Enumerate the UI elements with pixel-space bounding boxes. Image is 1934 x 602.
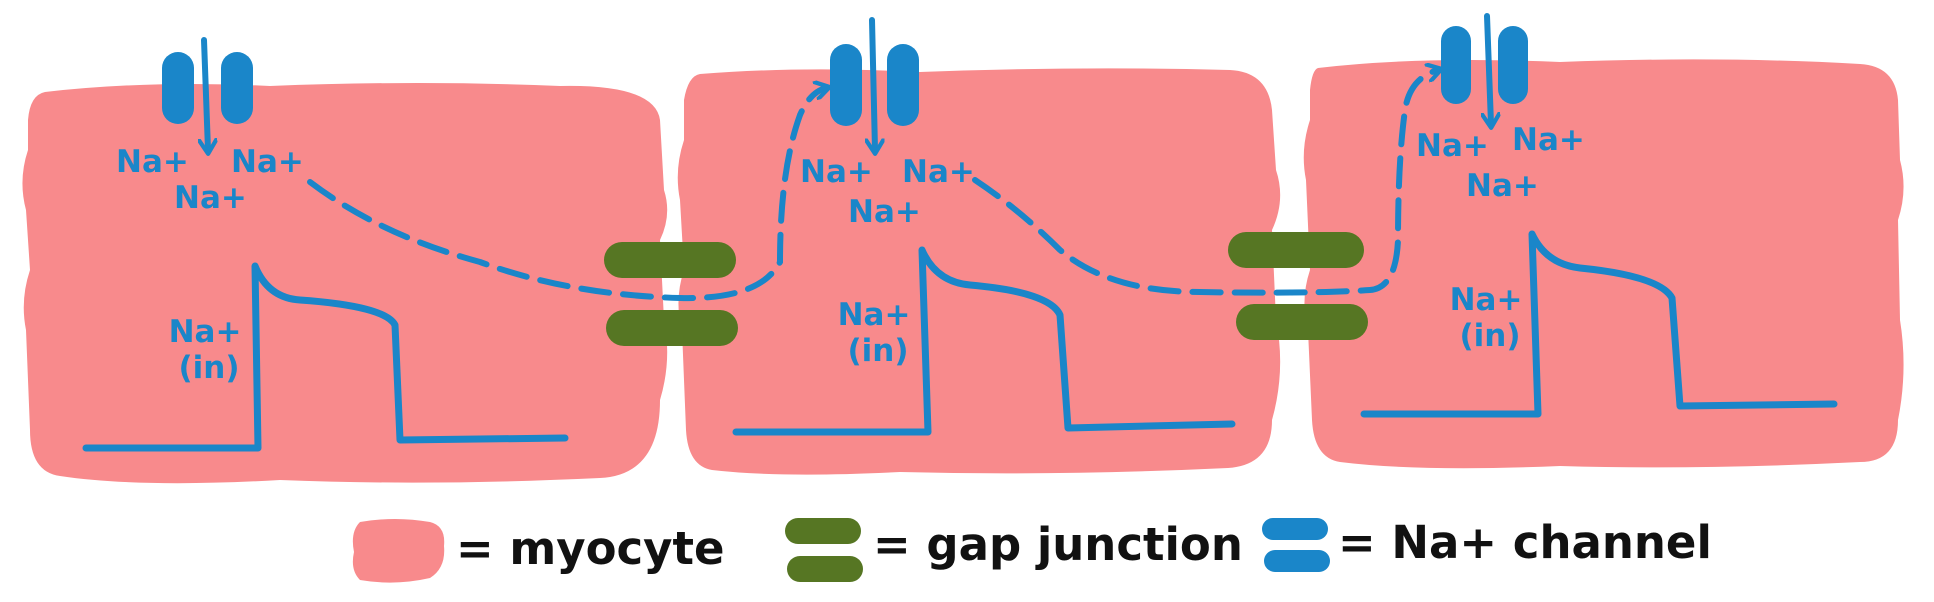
action-potential-trace — [732, 246, 1236, 436]
legend: = myocyte = gap junction = Na+ channel — [352, 516, 1712, 583]
myocyte-body — [22, 83, 668, 484]
myocyte-3: Na+ Na+ Na+ Na+ (in) — [1303, 13, 1904, 469]
gap-junction-2 — [1228, 232, 1368, 340]
na-channel — [1441, 13, 1528, 124]
myocyte-body — [1303, 59, 1904, 469]
myocyte-2: Na+ Na+ Na+ Na+ (in) — [677, 17, 1281, 475]
legend-item-na-channel: = Na+ channel — [1262, 516, 1712, 572]
channel-bar — [1498, 26, 1528, 104]
ion-label: Na+ — [800, 154, 873, 190]
legend-label-na-channel: = Na+ channel — [1338, 516, 1712, 569]
legend-label-myocyte: = myocyte — [456, 522, 725, 575]
action-potential-trace — [82, 262, 569, 452]
influx-arrow — [204, 37, 208, 150]
trace-label: Na+ — [169, 314, 242, 350]
ion-label: Na+ — [1512, 122, 1585, 158]
na-channel — [830, 17, 919, 150]
legend-item-gap-junction: = gap junction — [785, 518, 1243, 582]
ion-label: Na+ — [231, 144, 304, 180]
gap-junction-1 — [604, 242, 738, 346]
trace-label: (in) — [178, 350, 239, 386]
channel-bar — [830, 44, 862, 126]
conduction-path — [972, 70, 1438, 296]
ion-label: Na+ — [116, 144, 189, 180]
action-potential-trace — [1360, 230, 1838, 418]
gap-junction-bar — [1228, 232, 1364, 268]
myocyte-body — [677, 68, 1281, 475]
trace-label: (in) — [847, 333, 908, 369]
myocyte-swatch — [352, 519, 445, 583]
myocyte-1: Na+ Na+ Na+ Na+ (in) — [22, 37, 668, 484]
trace-label: (in) — [1459, 318, 1520, 354]
legend-label-gap-junction: = gap junction — [873, 518, 1243, 571]
na-channel — [162, 37, 253, 150]
influx-arrow — [872, 17, 875, 150]
gap-junction-bar — [1236, 304, 1368, 340]
ion-label: Na+ — [848, 194, 921, 230]
na-channel-swatch — [1264, 550, 1330, 572]
gap-junction-bar — [604, 242, 736, 278]
ion-label: Na+ — [174, 180, 247, 216]
legend-item-myocyte: = myocyte — [352, 519, 725, 583]
ion-label: Na+ — [1466, 168, 1539, 204]
gap-junction-swatch — [787, 556, 863, 582]
channel-bar — [162, 52, 194, 124]
ion-label: Na+ — [902, 154, 975, 190]
gap-junction-swatch — [785, 518, 861, 544]
na-channel-swatch — [1262, 518, 1328, 540]
gap-junction-bar — [606, 310, 738, 346]
trace-label: Na+ — [838, 297, 911, 333]
influx-arrow — [1487, 13, 1491, 124]
ion-label: Na+ — [1416, 128, 1489, 164]
trace-label: Na+ — [1450, 282, 1523, 318]
conduction-path — [307, 88, 826, 302]
channel-bar — [1441, 26, 1471, 104]
channel-bar — [887, 44, 919, 126]
channel-bar — [221, 52, 253, 124]
